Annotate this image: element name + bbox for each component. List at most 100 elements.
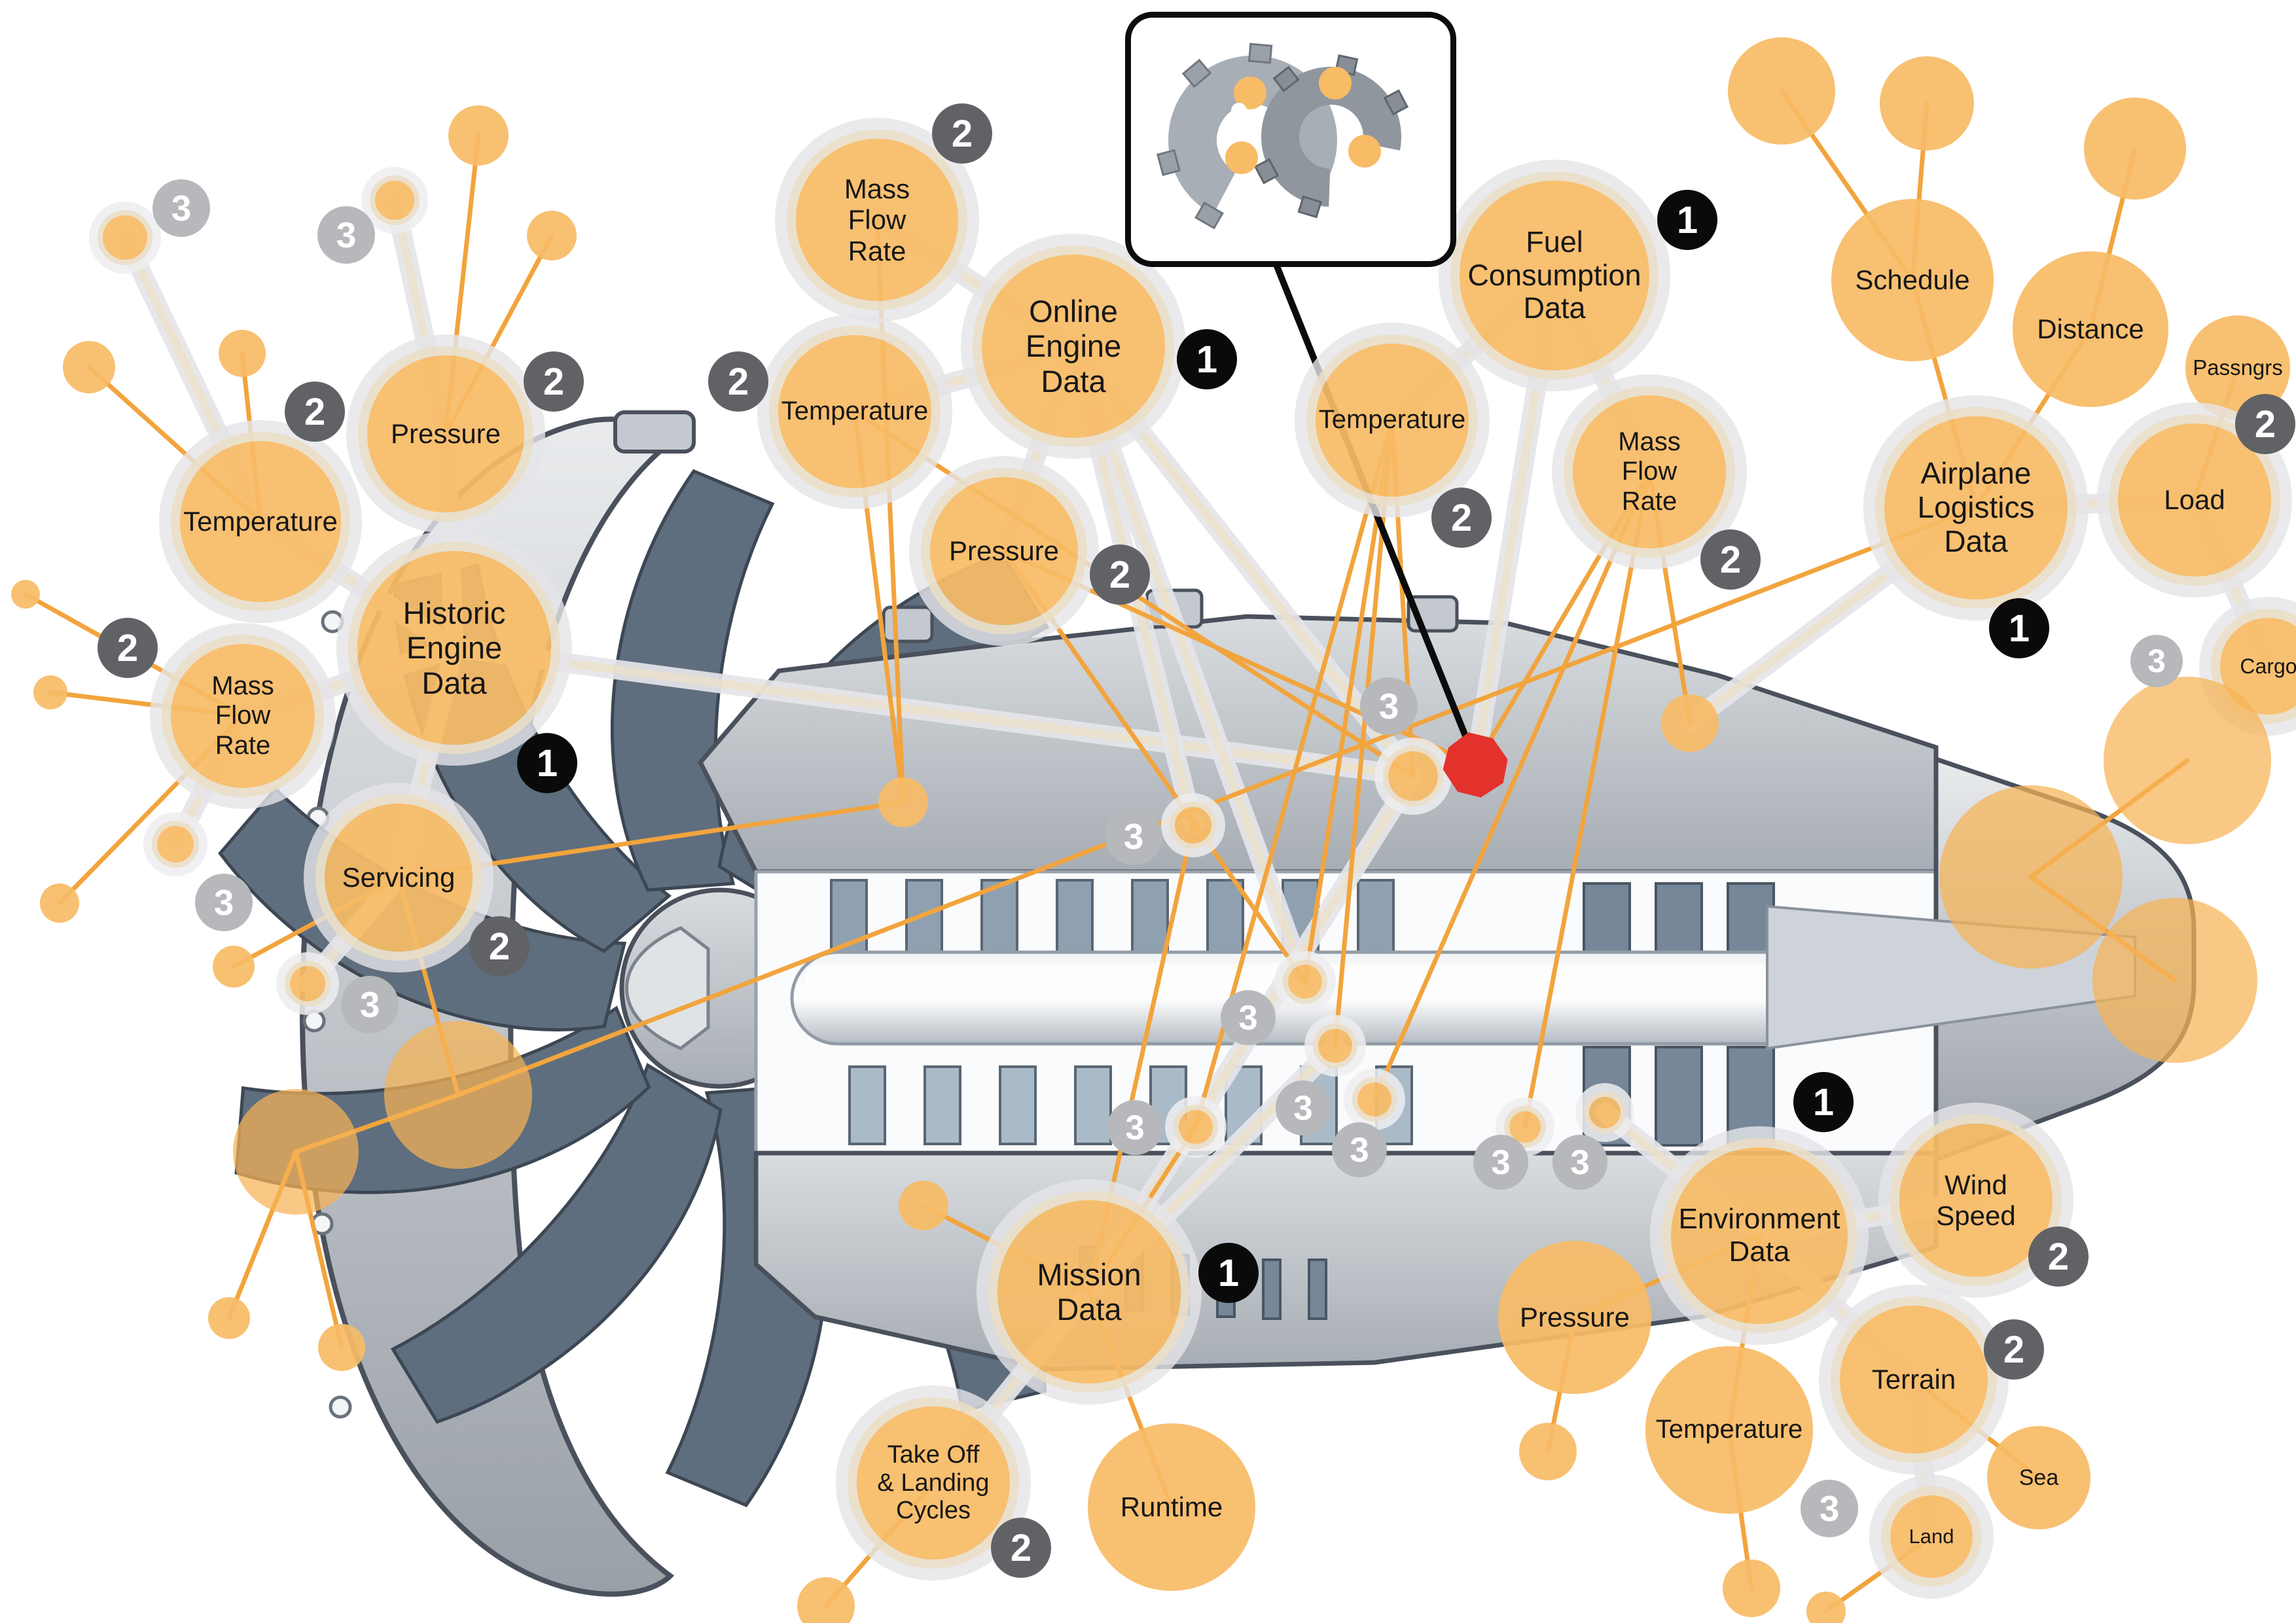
node-sub-takeoff: Take Off & Landing Cycles bbox=[857, 1406, 1010, 1560]
priority-badge-3: 3 bbox=[1221, 990, 1276, 1045]
priority-badge-2: 2 bbox=[1431, 488, 1492, 548]
cluster-link-core bbox=[450, 643, 1418, 781]
priority-badge-2: 2 bbox=[2235, 394, 2295, 454]
satellite-dot bbox=[384, 1021, 532, 1169]
priority-badge-3: 3 bbox=[195, 874, 253, 931]
satellite-link bbox=[1372, 469, 1652, 1102]
sensor-dot bbox=[1509, 1111, 1541, 1143]
priority-badge-2: 2 bbox=[2028, 1226, 2089, 1287]
satellite-dot bbox=[448, 105, 509, 166]
priority-badge-3: 3 bbox=[2130, 635, 2183, 687]
node-sub-land: Land bbox=[1890, 1495, 1973, 1578]
cluster-link-core bbox=[1069, 342, 1310, 986]
priority-badge-2: 2 bbox=[1700, 529, 1761, 590]
node-hub-historic: Historic Engine Data bbox=[357, 551, 551, 745]
node-sub-temperature-historic: Temperature bbox=[180, 441, 341, 602]
priority-badge-2: 2 bbox=[1090, 544, 1150, 605]
node-sub-temperature-online: Temperature bbox=[778, 335, 931, 488]
priority-badge-3: 3 bbox=[1107, 1100, 1162, 1155]
satellite-dot bbox=[375, 181, 414, 220]
satellite-dot bbox=[213, 946, 255, 988]
priority-badge-2: 2 bbox=[991, 1518, 1051, 1578]
satellite-dot bbox=[2104, 677, 2271, 844]
priority-badge-2: 2 bbox=[98, 618, 158, 678]
sensor-dot bbox=[1661, 694, 1719, 752]
node-sub-terrain: Terrain bbox=[1840, 1306, 1988, 1454]
sensor-dot bbox=[1388, 751, 1438, 801]
inset-sensor-dot bbox=[1348, 135, 1381, 168]
satellite-dot bbox=[290, 966, 325, 1001]
priority-badge-2: 2 bbox=[524, 351, 584, 412]
satellite-dot bbox=[219, 330, 266, 377]
node-hub-environment: Environment Data bbox=[1671, 1147, 1848, 1324]
priority-badge-1: 1 bbox=[517, 733, 577, 793]
node-hub-mission: Mission Data bbox=[997, 1200, 1181, 1383]
satellite-dot bbox=[1939, 785, 2123, 969]
satellite-dot bbox=[103, 215, 147, 260]
node-sub-pressure-env: Pressure bbox=[1498, 1241, 1651, 1394]
node-sub-temperature-env: Temperature bbox=[1645, 1346, 1813, 1514]
sensor-dot bbox=[1175, 807, 1211, 844]
priority-badge-2: 2 bbox=[469, 916, 529, 976]
node-hub-airplane: Airplane Logistics Data bbox=[1884, 416, 2068, 599]
node-sub-windspeed: Wind Speed bbox=[1899, 1124, 2053, 1277]
priority-badge-3: 3 bbox=[1552, 1135, 1607, 1190]
node-sub-servicing: Servicing bbox=[325, 804, 473, 952]
priority-badge-1: 1 bbox=[1657, 190, 1717, 250]
sensor-dot bbox=[1589, 1097, 1621, 1128]
priority-badge-1: 1 bbox=[1198, 1243, 1259, 1303]
priority-badge-1: 1 bbox=[1989, 598, 2049, 658]
priority-badge-3: 3 bbox=[1473, 1135, 1528, 1190]
node-sub-massflow-historic: Mass Flow Rate bbox=[171, 644, 315, 788]
satellite-dot bbox=[63, 341, 115, 393]
satellite-link bbox=[456, 505, 1979, 1097]
priority-badge-3: 3 bbox=[317, 206, 375, 264]
priority-badge-1: 1 bbox=[1793, 1072, 1854, 1132]
satellite-dot bbox=[11, 580, 40, 609]
priority-badge-3: 3 bbox=[1105, 808, 1162, 865]
node-sub-sea: Sea bbox=[1987, 1426, 2090, 1529]
satellite-link bbox=[874, 217, 906, 805]
priority-badge-2: 2 bbox=[1984, 1319, 2044, 1380]
priority-badge-3: 3 bbox=[152, 179, 210, 237]
priority-badge-2: 2 bbox=[708, 351, 768, 412]
node-sub-schedule: Schedule bbox=[1831, 199, 1994, 361]
inset-sensor-dot bbox=[1319, 67, 1352, 99]
priority-badge-3: 3 bbox=[1801, 1480, 1858, 1537]
sensor-dot bbox=[1318, 1029, 1352, 1063]
satellite-dot bbox=[208, 1297, 250, 1339]
satellite-dot bbox=[797, 1577, 855, 1623]
satellite-dot bbox=[157, 826, 194, 863]
satellite-dot bbox=[1880, 56, 1974, 151]
satellite-dot bbox=[1806, 1592, 1846, 1623]
satellite-link bbox=[1522, 469, 1652, 1130]
satellite-dot bbox=[33, 675, 67, 709]
sensor-dot bbox=[1288, 965, 1322, 999]
satellite-link bbox=[396, 800, 906, 880]
satellite-dot bbox=[318, 1324, 365, 1371]
satellite-dot bbox=[527, 211, 577, 260]
priority-badge-3: 3 bbox=[1276, 1080, 1331, 1135]
engine-part-inset bbox=[1125, 12, 1456, 267]
satellite-dot bbox=[1519, 1423, 1577, 1480]
node-sub-pressure-online: Pressure bbox=[930, 477, 1078, 625]
sensor-dot bbox=[878, 777, 928, 827]
satellite-dot bbox=[1728, 37, 1835, 145]
sensor-dot bbox=[1179, 1110, 1213, 1144]
satellite-dot bbox=[2084, 98, 2186, 200]
node-sub-temperature-fuel: Temperature bbox=[1316, 344, 1469, 497]
priority-badge-3: 3 bbox=[1332, 1122, 1387, 1177]
inset-sensor-dot bbox=[1225, 141, 1258, 174]
node-hub-online: Online Engine Data bbox=[982, 255, 1165, 438]
node-sub-massflow-fuel: Mass Flow Rate bbox=[1573, 395, 1726, 548]
inset-hole-dot bbox=[1231, 103, 1247, 118]
inset-callout-line bbox=[1270, 253, 1476, 757]
satellite-link bbox=[1001, 548, 1308, 984]
priority-badge-2: 2 bbox=[285, 382, 345, 442]
priority-badge-3: 3 bbox=[1360, 677, 1418, 735]
node-sub-distance: Distance bbox=[2013, 251, 2168, 407]
priority-badge-1: 1 bbox=[1177, 329, 1237, 389]
satellite-dot bbox=[233, 1089, 359, 1215]
satellite-dot bbox=[40, 883, 79, 923]
